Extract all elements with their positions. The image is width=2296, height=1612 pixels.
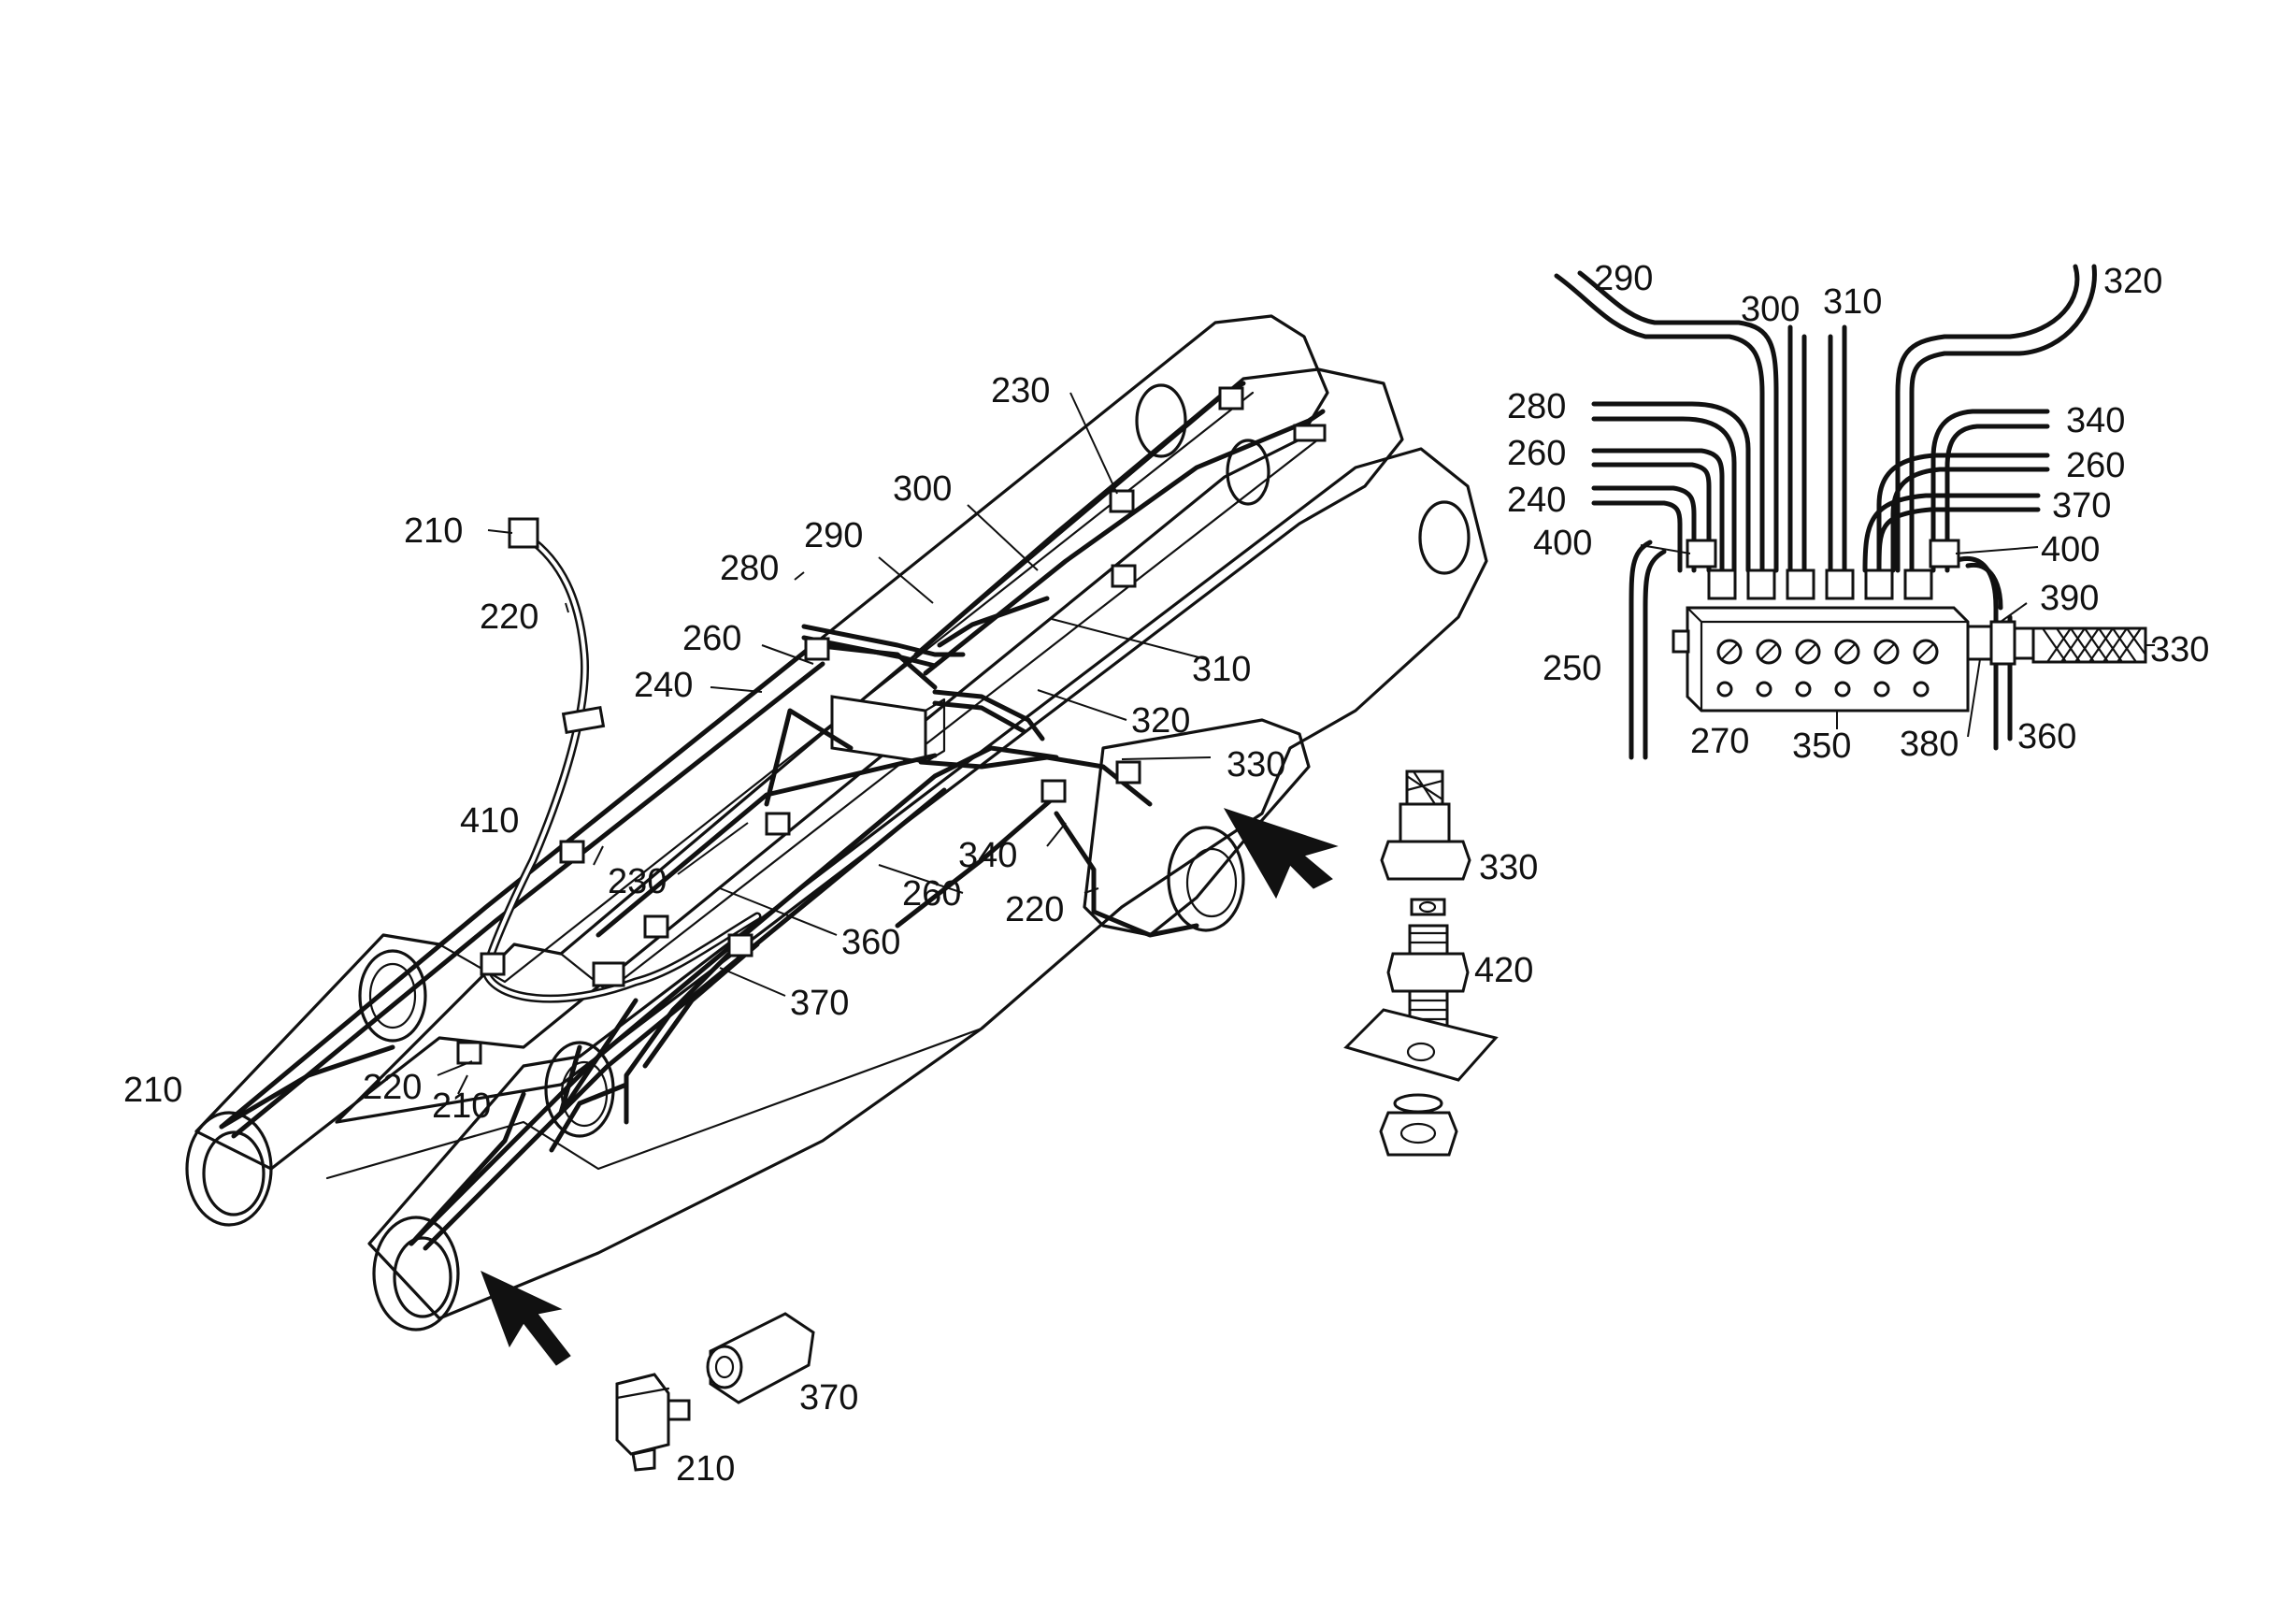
callout-230-top: 230 [991, 371, 1050, 410]
callout-340: 340 [958, 836, 1017, 875]
pin-left-end [185, 949, 427, 1227]
callout-230-mid: 230 [608, 862, 667, 901]
callout-210-left: 210 [123, 1071, 182, 1110]
boom-manifold-block [830, 695, 927, 764]
callout-manifold-350: 350 [1792, 727, 1851, 766]
callout-nipple-370: 370 [799, 1378, 858, 1418]
callout-labels: 210 220 230 300 290 280 260 240 310 320 … [123, 259, 2209, 1489]
callout-290: 290 [804, 516, 863, 555]
callout-220-right: 220 [1005, 890, 1064, 929]
boom-left-plate [194, 314, 1329, 1171]
pin-right-bracket [1167, 826, 1245, 932]
hose-410 [481, 517, 762, 1003]
callout-manifold-260-left: 260 [1507, 434, 1566, 473]
callout-manifold-400-right: 400 [2041, 530, 2100, 569]
callout-manifold-320: 320 [2103, 262, 2162, 301]
callout-260-mid: 260 [902, 874, 961, 914]
callout-manifold-300: 300 [1741, 290, 1800, 329]
callout-manifold-310: 310 [1823, 282, 1882, 322]
hex-nut-330 [1380, 840, 1471, 881]
callout-manifold-280: 280 [1507, 387, 1566, 426]
manifold-inset [1554, 264, 2147, 760]
clamps [456, 386, 1327, 1065]
pin-top-left [1135, 383, 1187, 458]
fitting-390 [1989, 620, 2016, 666]
callout-300: 300 [893, 469, 952, 509]
boom-right-plate [367, 447, 1488, 1320]
callout-manifold-240: 240 [1507, 481, 1566, 520]
mounting-plate [1343, 1008, 1499, 1082]
boom-inner-edge [438, 391, 1255, 984]
fitting-210-top [508, 517, 539, 549]
callout-manifold-270: 270 [1690, 722, 1749, 761]
callout-370: 370 [790, 984, 849, 1023]
pin-top-mid [1226, 439, 1270, 506]
callout-220-top: 220 [480, 597, 538, 637]
callout-fitting-330: 330 [1479, 848, 1538, 887]
callout-220-bottom: 220 [363, 1068, 422, 1107]
callout-210-bottom: 210 [432, 1087, 491, 1126]
fitting-380 [1966, 625, 1993, 661]
callout-410: 410 [460, 801, 519, 841]
callout-nipple-210: 210 [676, 1449, 735, 1489]
pin-top-right [1418, 500, 1471, 575]
grease-lines [219, 381, 1326, 1251]
callout-260-top: 260 [682, 619, 741, 658]
line-to-pin-lower [409, 1091, 526, 1246]
manifold-fittings [1686, 539, 1960, 600]
line-to-pin-left [219, 1044, 395, 1130]
boom-assembly [185, 314, 1488, 1366]
fitting-detail [1343, 770, 1499, 1157]
leader-lines [437, 392, 2155, 1095]
callout-manifold-290: 290 [1594, 259, 1653, 298]
callout-320: 320 [1131, 701, 1190, 741]
callout-210-top: 210 [404, 511, 463, 551]
callout-280: 280 [720, 549, 779, 588]
nipple-detail [615, 1312, 815, 1472]
bracket-right [1083, 718, 1311, 937]
nut-bottom [1379, 1111, 1458, 1157]
washer [1410, 898, 1446, 916]
callout-fitting-420: 420 [1474, 951, 1533, 990]
callout-manifold-340: 340 [2066, 401, 2125, 440]
callout-manifold-400-left: 400 [1533, 524, 1592, 563]
adapter-420 [1386, 952, 1470, 993]
arrow-right-icon [1223, 808, 1339, 900]
washer-bottom [1393, 1093, 1443, 1114]
callout-manifold-250: 250 [1543, 649, 1601, 688]
callout-manifold-260-right: 260 [2066, 446, 2125, 485]
callout-manifold-360: 360 [2017, 717, 2076, 756]
callout-360: 360 [841, 923, 900, 962]
callout-manifold-370: 370 [2052, 486, 2111, 525]
arrow-lower-icon [481, 1271, 571, 1366]
callout-240: 240 [634, 666, 693, 705]
callout-310: 310 [1192, 650, 1251, 689]
line-to-pin-mid [558, 998, 639, 1115]
callout-manifold-390: 390 [2040, 579, 2099, 618]
callout-330: 330 [1227, 745, 1285, 784]
grease-nipple-210 [615, 1373, 670, 1456]
manifold-screws [1716, 639, 1939, 698]
boom-lower-edge [325, 1027, 983, 1180]
callout-manifold-380: 380 [1900, 725, 1959, 764]
callout-manifold-330: 330 [2150, 630, 2209, 669]
